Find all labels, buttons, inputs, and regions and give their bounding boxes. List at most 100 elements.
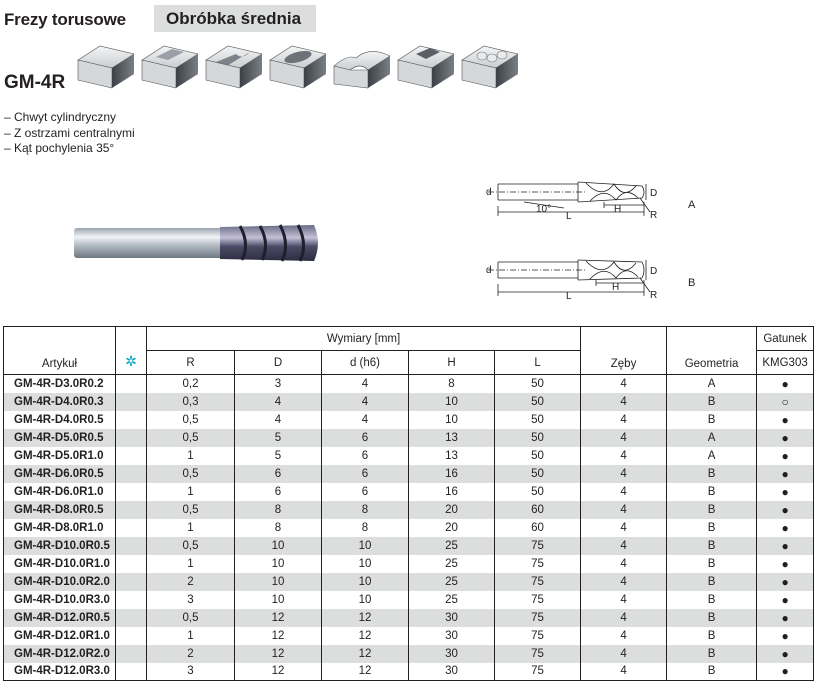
col-header-H: H xyxy=(408,350,495,375)
spec-table: Artykuł ✲ Wymiary [mm] Zęby Geometria Ga… xyxy=(3,326,815,681)
cell-article: GM-4R-D12.0R2.0 xyxy=(3,644,116,663)
dimension-schematics: d D 10° L H R A d D L H R B xyxy=(474,172,704,312)
cell-H: 25 xyxy=(408,554,495,573)
col-header-grade: KMG303 xyxy=(756,350,815,375)
cell-geometry: B xyxy=(666,608,758,627)
cell-D: 12 xyxy=(234,626,322,645)
cell-H: 30 xyxy=(408,608,495,627)
schematic-b xyxy=(488,259,651,296)
cell-R: 1 xyxy=(146,626,235,645)
col-header-D: D xyxy=(234,350,322,375)
cell-R: 1 xyxy=(146,518,235,537)
cell-geometry: B xyxy=(666,644,758,663)
cell-d: 10 xyxy=(321,536,409,555)
dim-D-label-b: D xyxy=(650,266,657,277)
coating-cell xyxy=(115,446,147,465)
cell-grade: ● xyxy=(756,554,815,573)
cell-d: 6 xyxy=(321,428,409,447)
cell-H: 25 xyxy=(408,536,495,555)
dim-H-label-b: H xyxy=(612,282,619,293)
cell-d: 12 xyxy=(321,644,409,663)
cell-H: 16 xyxy=(408,464,495,483)
cell-teeth: 4 xyxy=(580,446,668,465)
cell-D: 4 xyxy=(234,410,322,429)
geometry-b-label: B xyxy=(688,277,695,289)
cell-R: 3 xyxy=(146,662,235,681)
plunging-icon xyxy=(461,45,519,89)
cell-d: 8 xyxy=(321,500,409,519)
cell-L: 60 xyxy=(493,518,582,537)
cell-grade: ● xyxy=(756,500,815,519)
dimensions-group-header: Wymiary [mm] xyxy=(145,326,582,351)
cell-D: 4 xyxy=(234,392,322,411)
cell-geometry: A xyxy=(666,446,758,465)
cell-d: 12 xyxy=(321,608,409,627)
cell-teeth: 4 xyxy=(580,572,668,591)
cell-grade: ● xyxy=(756,644,815,663)
cell-R: 2 xyxy=(146,644,235,663)
cell-teeth: 4 xyxy=(580,626,668,645)
feature-item: – Kąt pochylenia 35° xyxy=(4,141,115,155)
face-milling-icon xyxy=(77,45,135,89)
cell-R: 1 xyxy=(146,554,235,573)
cell-article: GM-4R-D5.0R1.0 xyxy=(3,446,116,465)
angle-label: 10° xyxy=(536,204,551,215)
cell-R: 0,5 xyxy=(146,410,235,429)
cell-H: 16 xyxy=(408,482,495,501)
model-name: GM-4R xyxy=(4,72,66,93)
cell-teeth: 4 xyxy=(580,374,668,393)
cell-L: 75 xyxy=(493,572,582,591)
end-mill-image xyxy=(74,224,318,262)
cell-H: 10 xyxy=(408,410,495,429)
cell-article: GM-4R-D10.0R0.5 xyxy=(3,536,116,555)
cell-teeth: 4 xyxy=(580,662,668,681)
page-title: Frezy torusowe xyxy=(4,10,126,29)
cell-grade: ● xyxy=(756,626,815,645)
cell-article: GM-4R-D10.0R3.0 xyxy=(3,590,116,609)
cell-L: 75 xyxy=(493,590,582,609)
coating-cell xyxy=(115,392,147,411)
cell-grade: ● xyxy=(756,518,815,537)
cell-L: 50 xyxy=(493,428,582,447)
dim-d-label: d xyxy=(486,187,492,198)
coating-cell xyxy=(115,626,147,645)
cell-teeth: 4 xyxy=(580,392,668,411)
dim-d-label-b: d xyxy=(486,265,492,276)
cell-geometry: B xyxy=(666,536,758,555)
cell-teeth: 4 xyxy=(580,590,668,609)
cell-geometry: B xyxy=(666,464,758,483)
cell-L: 75 xyxy=(493,608,582,627)
cell-H: 10 xyxy=(408,392,495,411)
cell-H: 13 xyxy=(408,446,495,465)
operation-icons xyxy=(77,45,519,89)
cell-H: 30 xyxy=(408,644,495,663)
cell-geometry: B xyxy=(666,662,758,681)
cell-R: 3 xyxy=(146,590,235,609)
cell-article: GM-4R-D8.0R1.0 xyxy=(3,518,116,537)
cell-R: 0,5 xyxy=(146,428,235,447)
cell-grade: ● xyxy=(756,572,815,591)
cell-R: 0,3 xyxy=(146,392,235,411)
col-header-L: L xyxy=(493,350,582,375)
geometry-a-label: A xyxy=(688,199,696,211)
cell-grade: ● xyxy=(756,662,815,681)
cell-D: 6 xyxy=(234,464,322,483)
cell-article: GM-4R-D6.0R0.5 xyxy=(3,464,116,483)
cell-L: 50 xyxy=(493,446,582,465)
cell-teeth: 4 xyxy=(580,554,668,573)
cell-geometry: B xyxy=(666,554,758,573)
cell-L: 50 xyxy=(493,464,582,483)
cell-teeth: 4 xyxy=(580,500,668,519)
coating-cell xyxy=(115,374,147,393)
cell-d: 6 xyxy=(321,464,409,483)
cell-H: 8 xyxy=(408,374,495,393)
cell-d: 10 xyxy=(321,554,409,573)
cell-D: 8 xyxy=(234,500,322,519)
